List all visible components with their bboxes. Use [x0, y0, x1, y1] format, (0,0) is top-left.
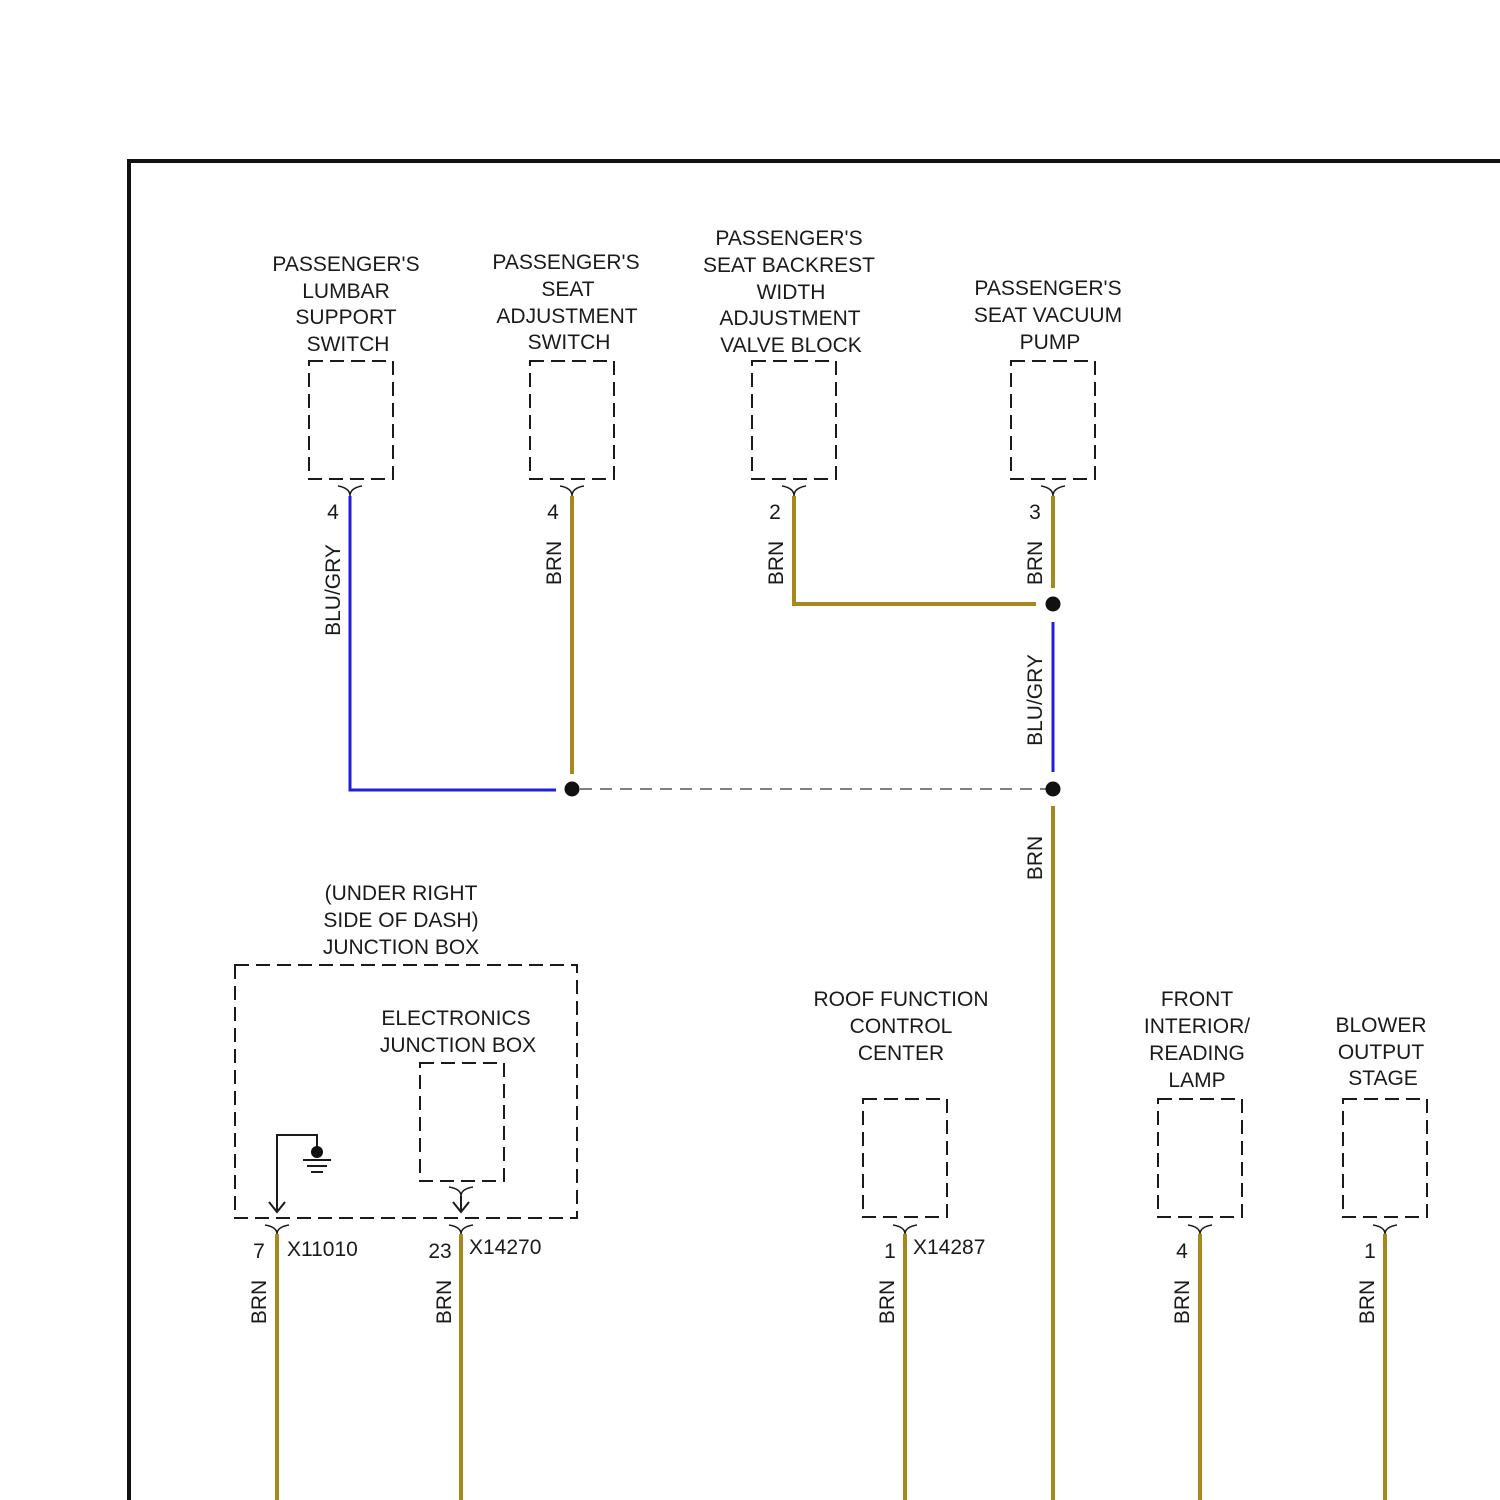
electronics-jb-connector [449, 1225, 473, 1234]
electronics-jb-wire-color: BRN [433, 1280, 456, 1324]
roof-fcc-label-2: CONTROL [850, 1015, 953, 1038]
roof-fcc-wire-color: BRN [876, 1280, 899, 1324]
lumbar-support-switch: PASSENGER'S LUMBAR SUPPORT SWITCH 4 BLU/… [272, 253, 419, 636]
junction-box-wire-color: BRN [248, 1280, 271, 1324]
vacuum-pump-wire-color: BRN [1024, 541, 1047, 585]
wire-lumbar-blu-gry [350, 496, 556, 790]
seat-adj-wire-color: BRN [543, 541, 566, 585]
blower-box [1343, 1099, 1427, 1217]
blower-wire-color: BRN [1356, 1280, 1379, 1324]
blower-label-2: OUTPUT [1338, 1041, 1425, 1064]
junction-box-pin: 7 [253, 1240, 265, 1263]
blower-connector [1373, 1225, 1397, 1234]
roof-fcc-label-1: ROOF FUNCTION [814, 988, 989, 1011]
front-lamp-box [1158, 1099, 1242, 1217]
backrest-label-3: WIDTH [757, 281, 826, 304]
front-lamp-label-3: READING [1149, 1042, 1245, 1065]
vertical-lower-wire-color: BRN [1024, 836, 1047, 880]
front-lamp-connector [1188, 1225, 1212, 1234]
roof-fcc-connector [893, 1225, 917, 1234]
front-lamp-wire-color: BRN [1171, 1280, 1194, 1324]
seat-adj-label-3: ADJUSTMENT [496, 305, 637, 328]
seat-adj-pin: 4 [547, 501, 559, 524]
vacuum-pump-label-1: PASSENGER'S [974, 277, 1121, 300]
backrest-label-2: SEAT BACKREST [703, 254, 875, 277]
blower-label-3: STAGE [1348, 1067, 1418, 1090]
backrest-connector [782, 486, 806, 496]
front-lamp-pin: 4 [1176, 1240, 1188, 1263]
electronics-jb-label-1: ELECTRONICS [381, 1007, 530, 1030]
vertical-upper-wire-color: BLU/GRY [1024, 654, 1047, 746]
junction-box-label-3: JUNCTION BOX [323, 936, 479, 959]
lumbar-switch-label-4: SWITCH [307, 333, 390, 356]
lumbar-switch-label-3: SUPPORT [295, 306, 396, 329]
wire-backrest-brn [794, 496, 1036, 604]
backrest-box [752, 361, 836, 479]
vacuum-pump-connector [1041, 486, 1065, 496]
blower-output-stage: BLOWER OUTPUT STAGE 1 BRN [1335, 1014, 1427, 1324]
electronics-jb-inner-connector [449, 1187, 473, 1196]
lumbar-switch-wire-color: BLU/GRY [322, 544, 345, 636]
junction-box-label-2: SIDE OF DASH) [323, 909, 478, 932]
roof-fcc-box [863, 1099, 947, 1217]
seat-adj-box [530, 361, 614, 479]
lumbar-switch-connector [338, 486, 362, 496]
electronics-jb-arrow-icon [453, 1196, 469, 1212]
backrest-valve-block: PASSENGER'S SEAT BACKREST WIDTH ADJUSTME… [703, 227, 875, 585]
ground-node [311, 1146, 323, 1158]
roof-fcc-connector-id: X14287 [913, 1236, 985, 1259]
lumbar-switch-label-2: LUMBAR [302, 280, 390, 303]
seat-adj-label-1: PASSENGER'S [492, 251, 639, 274]
junction-box-label-1: (UNDER RIGHT [325, 882, 478, 905]
seat-adj-label-4: SWITCH [528, 331, 611, 354]
vacuum-pump-box [1011, 361, 1095, 479]
backrest-pin: 2 [769, 501, 781, 524]
vacuum-pump-label-3: PUMP [1020, 331, 1081, 354]
backrest-label-1: PASSENGER'S [715, 227, 862, 250]
backrest-wire-color: BRN [765, 541, 788, 585]
front-lamp-label-2: INTERIOR/ [1144, 1015, 1250, 1038]
electronics-jb-connector-id: X14270 [469, 1236, 541, 1259]
roof-fcc-pin: 1 [884, 1240, 896, 1263]
electronics-jb-box [420, 1063, 504, 1181]
roof-fcc-label-3: CENTER [858, 1042, 944, 1065]
junction-box-connector [265, 1225, 289, 1234]
seat-adj-connector [560, 486, 584, 496]
front-interior-reading-lamp: FRONT INTERIOR/ READING LAMP 4 BRN [1144, 988, 1250, 1324]
seat-adjustment-switch: PASSENGER'S SEAT ADJUSTMENT SWITCH 4 BRN [492, 251, 639, 585]
lumbar-switch-pin: 4 [327, 501, 339, 524]
splice-point-right [1046, 782, 1061, 797]
seat-adj-label-2: SEAT [541, 278, 594, 301]
vacuum-pump-pin: 3 [1029, 501, 1041, 524]
lumbar-switch-box [309, 361, 393, 479]
roof-function-control-center: ROOF FUNCTION CONTROL CENTER 1 X14287 BR… [814, 988, 989, 1324]
junction-box-connector-id: X11010 [287, 1238, 358, 1261]
junction-box-outline [235, 965, 577, 1218]
backrest-label-5: VALVE BLOCK [720, 334, 862, 357]
electronics-jb-label-2: JUNCTION BOX [380, 1034, 536, 1057]
blower-label-1: BLOWER [1335, 1014, 1426, 1037]
vacuum-pump-label-2: SEAT VACUUM [974, 304, 1122, 327]
front-lamp-label-4: LAMP [1168, 1069, 1225, 1092]
ground-icon [303, 1160, 331, 1172]
splice-point-upper [1046, 597, 1061, 612]
backrest-label-4: ADJUSTMENT [719, 307, 860, 330]
electronics-jb-pin: 23 [428, 1240, 451, 1263]
lumbar-switch-label-1: PASSENGER'S [272, 253, 419, 276]
blower-pin: 1 [1364, 1240, 1376, 1263]
splice-point-left [565, 782, 580, 797]
front-lamp-label-1: FRONT [1161, 988, 1233, 1011]
seat-vacuum-pump: PASSENGER'S SEAT VACUUM PUMP 3 BRN [974, 277, 1122, 585]
